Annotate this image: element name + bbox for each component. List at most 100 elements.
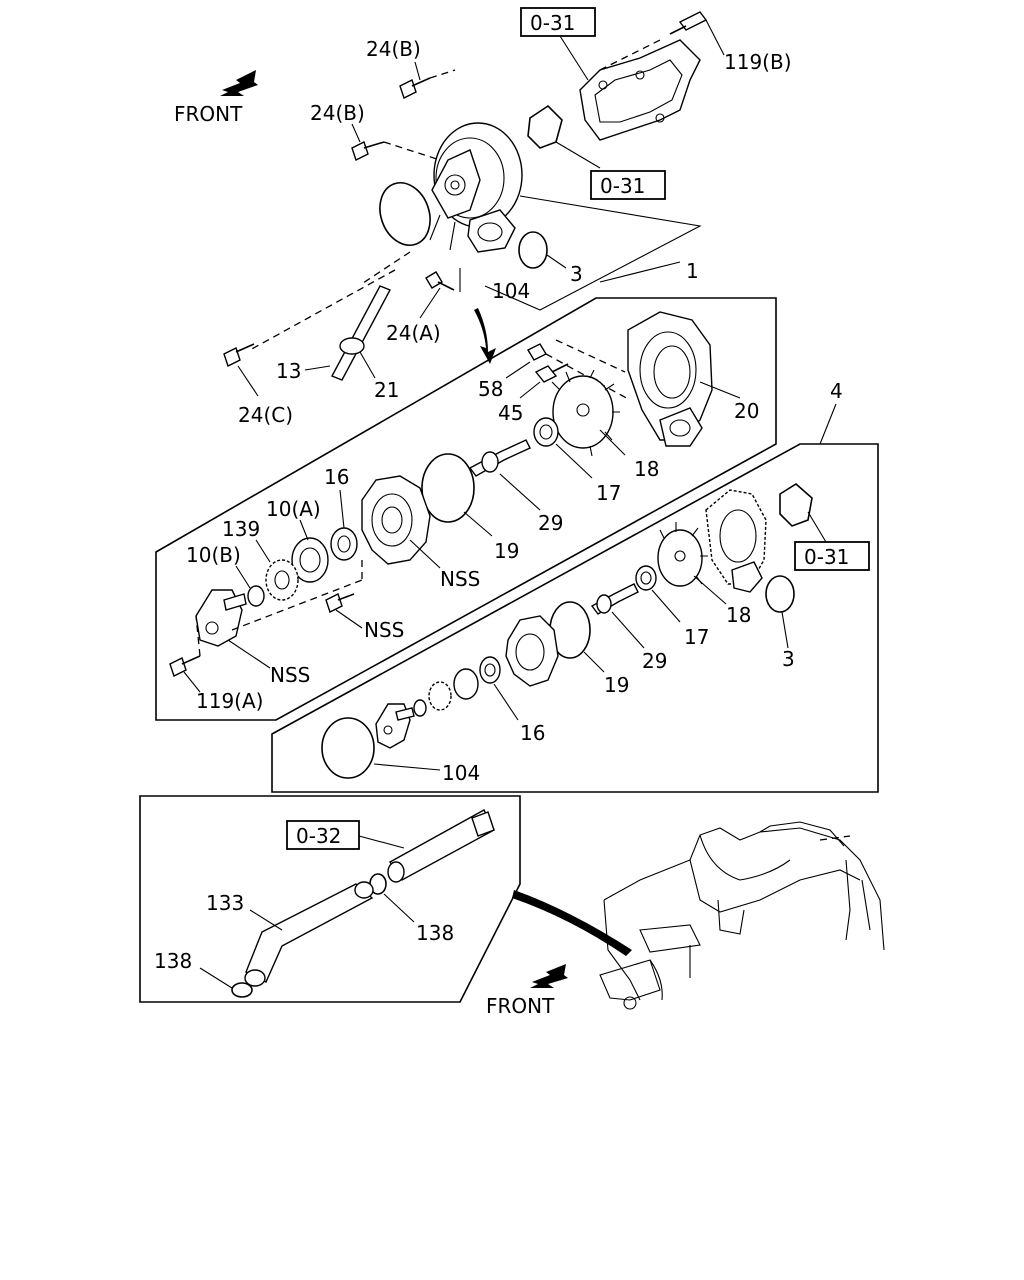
bolt-24b-top[interactable]: 24(B) <box>366 37 431 99</box>
bolt-nss-middle[interactable]: NSS <box>325 593 404 642</box>
panel-outline-upper <box>155 297 777 721</box>
front-label-top: FRONT <box>174 102 243 126</box>
ref-label-0-31-right: 0-31 <box>804 545 849 569</box>
shaft-29-lower[interactable]: 29 <box>590 583 667 673</box>
label-24a: 24(A) <box>386 321 441 345</box>
bolt-24c[interactable]: 24(C) <box>223 343 293 427</box>
panel-outline-lower <box>271 443 879 793</box>
end-plate-nss[interactable]: NSS <box>195 589 310 687</box>
pointer-arrow-bottom <box>512 890 632 956</box>
bearing-lower-small <box>453 668 479 700</box>
front-arrow-top: FRONT <box>174 70 258 126</box>
label-104-lower: 104 <box>442 761 480 785</box>
label-1: 1 <box>686 259 699 283</box>
bolt-24b-mid[interactable]: 24(B) <box>310 101 385 161</box>
clamp-138-a[interactable]: 138 <box>369 873 454 945</box>
oring-3-top <box>518 231 548 269</box>
bearing-16-lower[interactable]: 16 <box>479 656 545 745</box>
label-13: 13 <box>276 359 301 383</box>
label-10b: 10(B) <box>186 543 241 567</box>
ref-box-0-31-mid[interactable]: 0-31 <box>590 170 666 200</box>
hose-panel: 0-32 138 133 138 <box>139 795 521 1003</box>
label-3-lower: 3 <box>782 647 795 671</box>
oring-top-left <box>379 182 431 246</box>
shaft-29-upper[interactable]: 29 <box>468 439 563 535</box>
end-plate-lower <box>375 703 415 749</box>
pump-body-top <box>429 122 523 253</box>
label-nss-3: NSS <box>270 663 310 687</box>
washer-10b[interactable]: 10(B) <box>186 543 265 607</box>
gasket-right <box>779 483 827 543</box>
oring-3-lower[interactable]: 3 <box>765 575 795 671</box>
label-nss-2: NSS <box>364 618 404 642</box>
oring-104-lower[interactable]: 104 <box>321 717 480 785</box>
impeller-18-lower[interactable]: 18 <box>657 522 751 627</box>
pipe-13[interactable]: 13 21 <box>276 285 399 402</box>
front-label-bottom: FRONT <box>486 994 555 1018</box>
ref-box-0-31-right[interactable]: 0-31 <box>794 541 870 571</box>
bearing-housing-nss[interactable]: NSS <box>361 475 480 591</box>
label-104-top: 104 <box>492 279 530 303</box>
pipe-upper <box>387 809 495 883</box>
impeller-18-upper[interactable]: 18 <box>551 369 659 481</box>
gear-lower <box>428 681 452 711</box>
ref-box-0-32[interactable]: 0-32 <box>286 820 360 850</box>
label-133: 133 <box>206 891 244 915</box>
ref-box-0-31-top[interactable]: 0-31 <box>520 7 596 37</box>
label-18-lower: 18 <box>726 603 751 627</box>
engine-view: FRONT <box>486 821 885 1018</box>
label-10a: 10(A) <box>266 497 321 521</box>
gear-139[interactable]: 139 <box>222 517 299 601</box>
label-119b: 119(B) <box>724 50 792 74</box>
cover-plate-top <box>579 39 701 141</box>
top-assembly: 0-31 FRONT 119(B) 24(B) <box>174 7 792 427</box>
front-arrow-bottom: FRONT <box>486 964 568 1018</box>
upper-exploded-panel: 20 58 45 18 17 <box>155 297 777 721</box>
label-58: 58 <box>478 377 503 401</box>
bearing-16-upper[interactable]: 16 <box>324 465 358 561</box>
label-21: 21 <box>374 378 399 402</box>
label-24c: 24(C) <box>238 403 293 427</box>
washer-lower <box>413 699 427 717</box>
oring-19-upper[interactable]: 19 <box>421 453 519 563</box>
label-17-upper: 17 <box>596 481 621 505</box>
label-16-lower: 16 <box>520 721 545 745</box>
label-24b-mid: 24(B) <box>310 101 365 125</box>
bearing-10a[interactable]: 10(A) <box>266 497 329 583</box>
label-16-upper: 16 <box>324 465 349 489</box>
pointer-arrow-top <box>474 308 496 364</box>
label-nss-1: NSS <box>440 567 480 591</box>
ref-label-0-31-mid: 0-31 <box>600 174 645 198</box>
label-17-lower: 17 <box>684 625 709 649</box>
nut-58[interactable]: 58 <box>478 343 547 401</box>
hose-133[interactable]: 133 <box>206 881 374 987</box>
stud-45[interactable]: 45 <box>498 363 569 425</box>
label-19-upper: 19 <box>494 539 519 563</box>
housing-20[interactable]: 20 <box>627 311 759 447</box>
label-18-upper: 18 <box>634 457 659 481</box>
label-3-top: 3 <box>570 262 583 286</box>
bearing-housing-lower <box>505 615 559 687</box>
label-20: 20 <box>734 399 759 423</box>
oring-19-lower[interactable]: 19 <box>549 601 629 697</box>
ref-label-0-31-top: 0-31 <box>530 11 575 35</box>
bolt-119a[interactable]: 119(A) <box>169 655 263 713</box>
label-138-a: 138 <box>416 921 454 945</box>
label-4: 4 <box>830 379 843 403</box>
seal-17-upper[interactable]: 17 <box>533 417 621 505</box>
ref-label-0-32: 0-32 <box>296 824 341 848</box>
label-138-b: 138 <box>154 949 192 973</box>
label-24b-top: 24(B) <box>366 37 421 61</box>
bolt-119b[interactable]: 119(B) <box>669 11 792 74</box>
label-29-lower: 29 <box>642 649 667 673</box>
label-29-upper: 29 <box>538 511 563 535</box>
lower-exploded-panel-4: 4 0-31 3 18 <box>271 379 879 793</box>
label-45: 45 <box>498 401 523 425</box>
label-19-lower: 19 <box>604 673 629 697</box>
clamp-138-b[interactable]: 138 <box>154 949 253 998</box>
seal-17-lower[interactable]: 17 <box>635 565 709 649</box>
label-139: 139 <box>222 517 260 541</box>
label-119a: 119(A) <box>196 689 263 713</box>
bolt-24a[interactable]: 24(A) <box>386 271 455 345</box>
